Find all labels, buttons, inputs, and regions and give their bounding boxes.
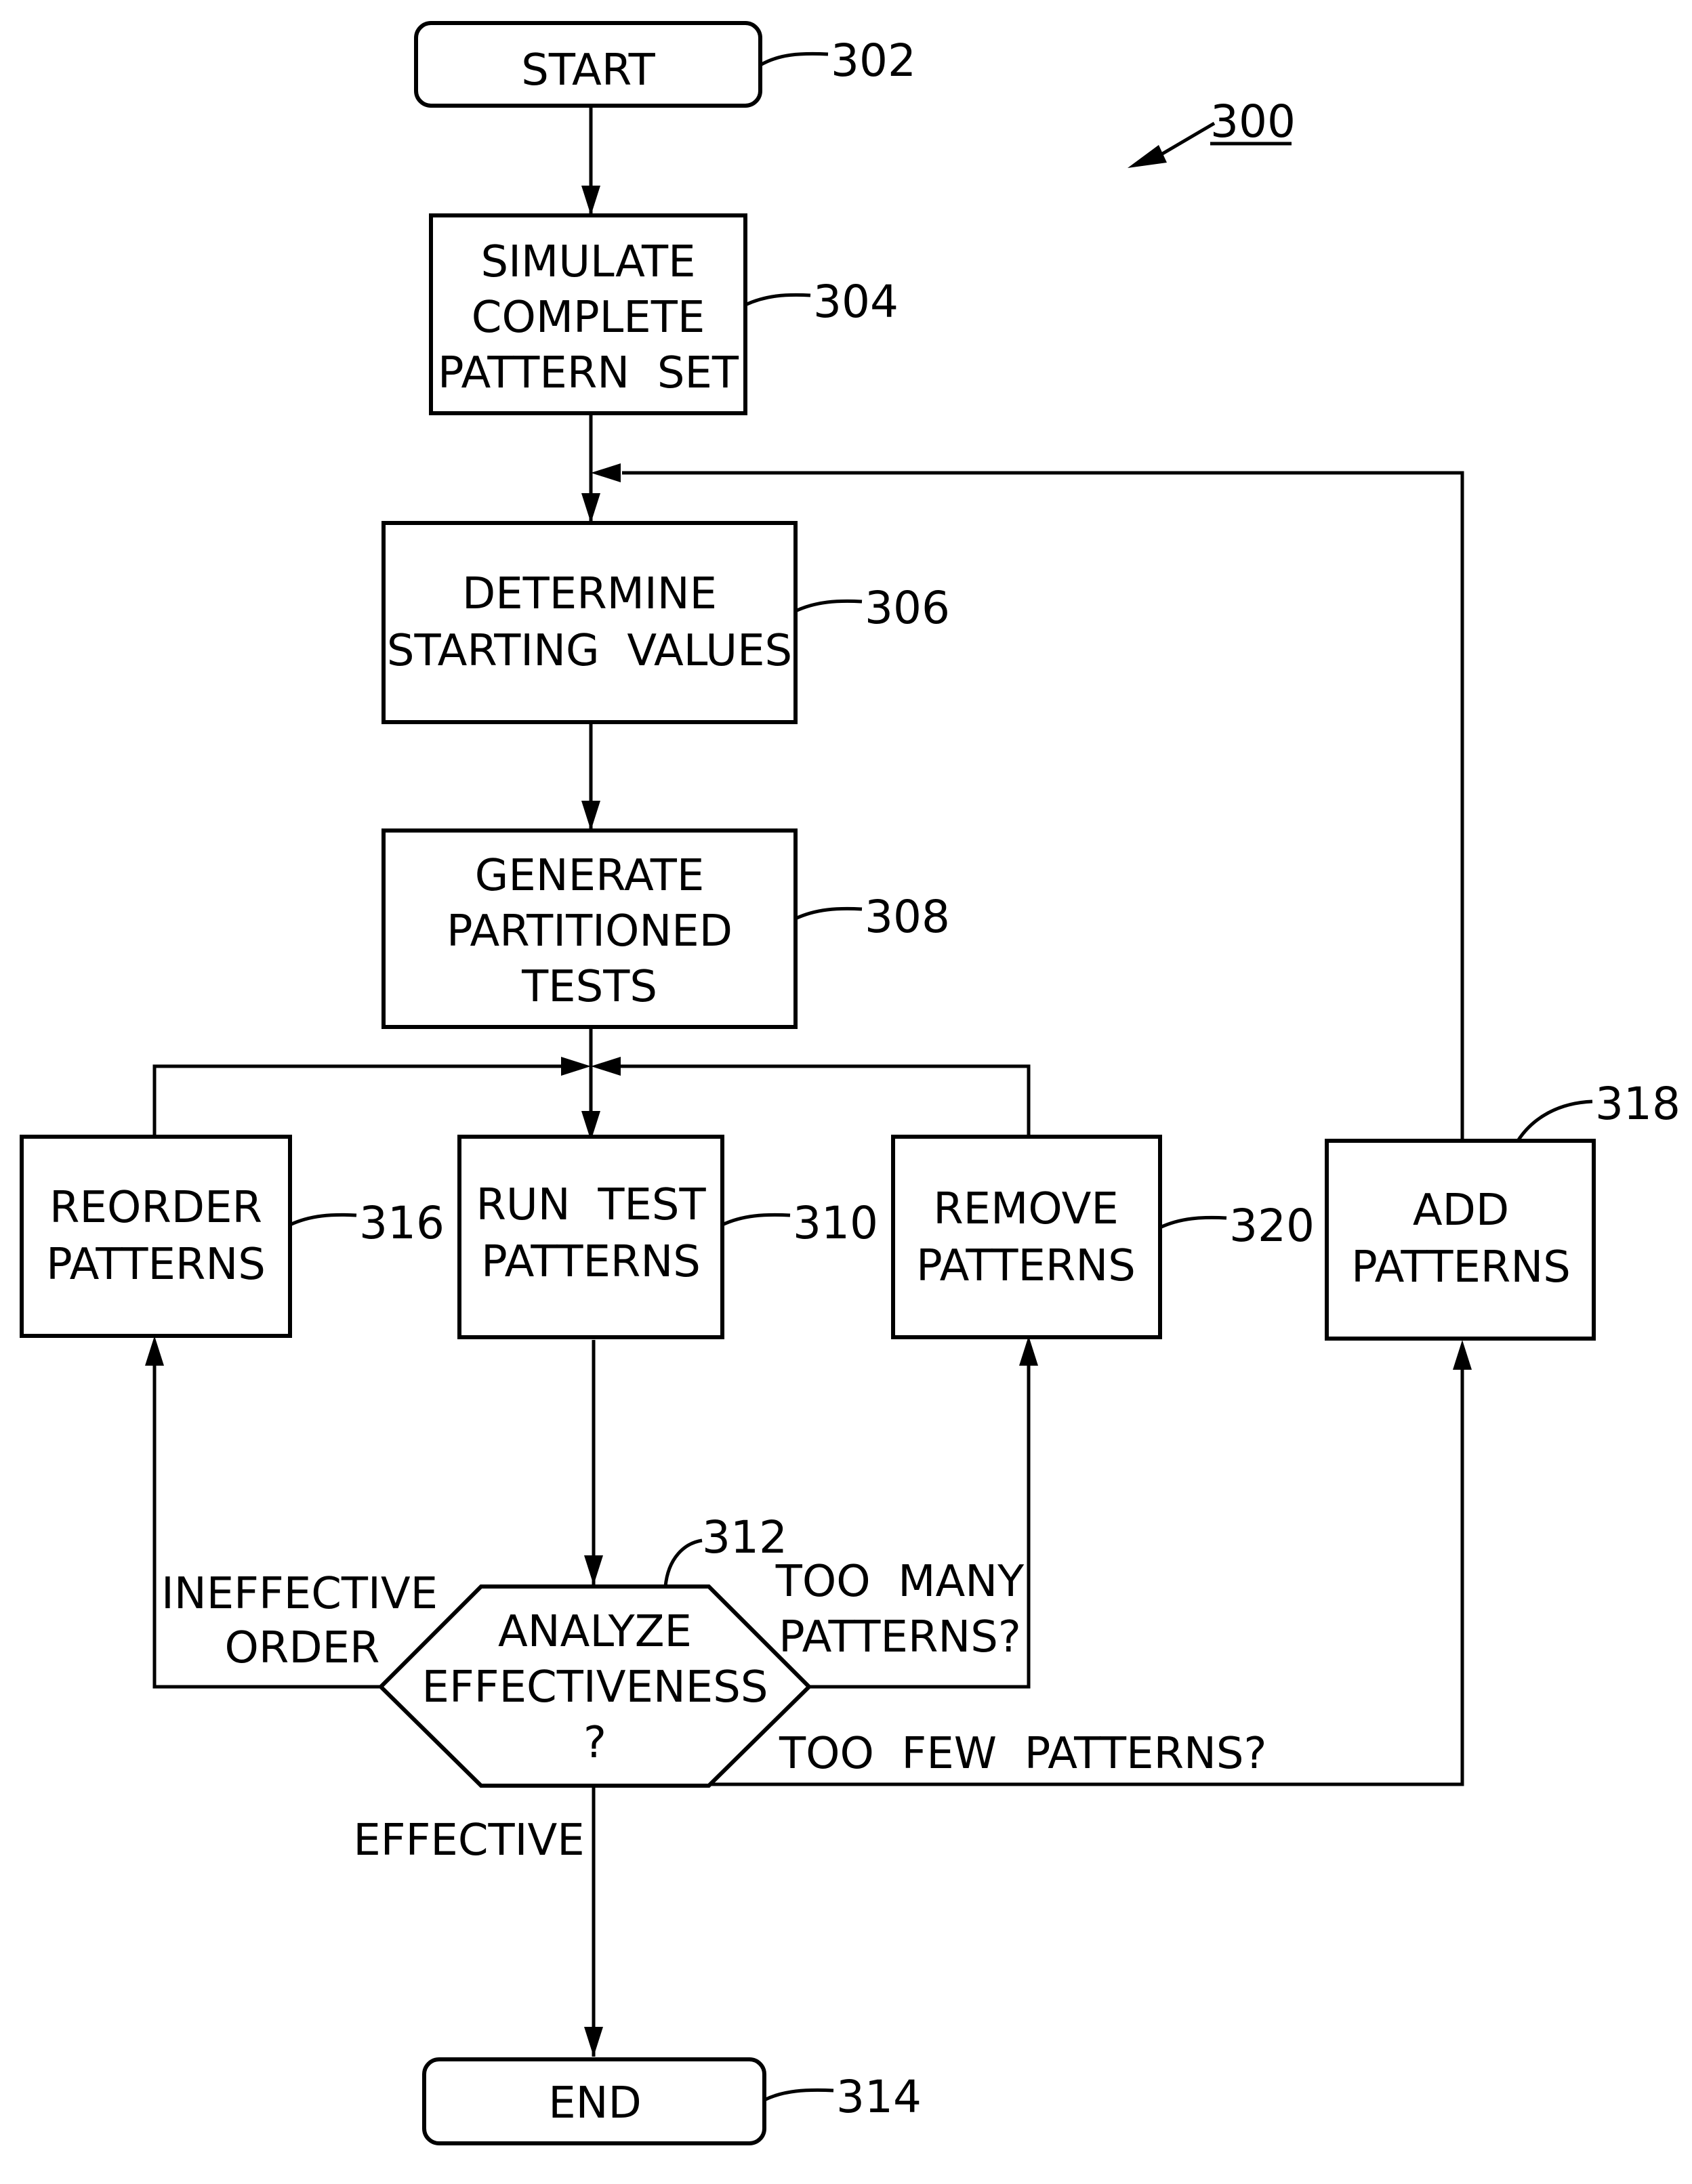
connectors [152, 107, 1464, 2057]
node-remove-line-2: PATTERNS [916, 1241, 1136, 1291]
arrowhead [581, 801, 600, 831]
edge-label-too-many-2: PATTERNS? [779, 1612, 1021, 1662]
node-reorder-line-1: REORDER [49, 1183, 262, 1233]
node-add-line-1: ADD [1413, 1185, 1509, 1236]
arrowhead [591, 463, 621, 482]
node-reorder: REORDER PATTERNS 316 [20, 1135, 445, 1338]
edge-analyze-remove [810, 1341, 1031, 1689]
arrowhead [145, 1336, 164, 1366]
leader-line [1159, 1215, 1227, 1230]
edge-analyze-add [705, 1345, 1464, 1786]
edge-add-determine [622, 471, 1464, 1141]
node-determine-ref: 306 [865, 582, 950, 634]
node-run-line-1: RUN TEST [476, 1180, 706, 1230]
edge-reorder-merge [152, 1064, 562, 1138]
node-determine: DETERMINE STARTING VALUES 306 [381, 521, 950, 724]
node-remove-line-1: REMOVE [933, 1184, 1119, 1234]
node-end-label: END [548, 2078, 642, 2128]
edge-label-ineffective-2: ORDER [224, 1623, 379, 1673]
node-reorder-ref: 316 [359, 1197, 445, 1249]
arrowhead [561, 1057, 591, 1076]
node-analyze-shape [377, 1584, 812, 1788]
leader-line [289, 1213, 357, 1227]
node-generate-line-3: TESTS [521, 962, 657, 1012]
node-run-ref: 310 [793, 1197, 878, 1249]
node-simulate-line-3: PATTERN SET [438, 348, 739, 398]
node-end: END 314 [422, 2057, 922, 2145]
arrowhead [584, 1555, 603, 1585]
node-end-ref: 314 [836, 2071, 922, 2123]
arrowhead [1019, 1336, 1038, 1366]
arrowhead [581, 493, 600, 523]
node-analyze-line-1: ANALYZE [498, 1607, 692, 1657]
leader-line [763, 2088, 834, 2102]
edge-remove-merge [619, 1064, 1031, 1138]
node-start-ref: 302 [831, 35, 916, 87]
node-generate-shape [381, 828, 798, 1029]
edge-label-effective: EFFECTIVE [353, 1815, 584, 1866]
node-analyze-ref: 312 [702, 1511, 787, 1563]
node-add: ADD PATTERNS 318 [1325, 1078, 1680, 1341]
node-generate: GENERATE PARTITIONED TESTS 308 [381, 828, 950, 1029]
node-end-shape [422, 2057, 766, 2145]
node-start: START 302 [414, 21, 916, 108]
leader-line [1516, 1099, 1593, 1142]
node-reorder-shape [20, 1135, 292, 1338]
arrowhead [584, 2027, 603, 2057]
node-generate-ref: 308 [865, 891, 950, 943]
figure-ref: 300 [1128, 96, 1296, 168]
node-determine-line-2: STARTING VALUES [387, 626, 792, 676]
node-simulate-ref: 304 [813, 276, 899, 328]
node-remove: REMOVE PATTERNS 320 [891, 1135, 1315, 1339]
node-add-shape [1325, 1139, 1596, 1341]
leader-line [663, 1538, 703, 1587]
node-determine-shape [381, 521, 798, 724]
leader-line [794, 906, 863, 921]
node-run-line-2: PATTERNS [481, 1237, 701, 1287]
node-run: RUN TEST PATTERNS 310 [457, 1135, 878, 1339]
node-simulate-line-2: COMPLETE [472, 293, 705, 343]
leader-line [744, 293, 811, 307]
edge-labels: INEFFECTIVE ORDER TOO MANY PATTERNS? TOO… [161, 1557, 1267, 1866]
edge-label-too-few: TOO FEW PATTERNS? [779, 1729, 1267, 1779]
leader-line [759, 51, 829, 67]
node-generate-line-2: PARTITIONED [447, 906, 732, 957]
leader-line [794, 599, 863, 613]
node-simulate-shape [429, 213, 747, 415]
node-start-label: START [521, 45, 655, 96]
arrowhead [1453, 1340, 1472, 1370]
node-simulate: SIMULATE COMPLETE PATTERN SET 304 [429, 213, 899, 415]
edge-label-too-many-1: TOO MANY [775, 1557, 1025, 1607]
node-analyze-line-2: EFFECTIVENESS [422, 1662, 768, 1713]
node-run-shape [457, 1135, 724, 1339]
node-remove-shape [891, 1135, 1162, 1339]
node-reorder-line-2: PATTERNS [46, 1240, 266, 1290]
node-simulate-line-1: SIMULATE [480, 237, 695, 287]
figure-ref-label: 300 [1210, 96, 1296, 148]
node-analyze: ANALYZE EFFECTIVENESS ? 312 [377, 1511, 812, 1788]
node-add-line-2: PATTERNS [1351, 1242, 1571, 1293]
edge-analyze-reorder [152, 1341, 379, 1689]
node-remove-ref: 320 [1229, 1200, 1315, 1252]
node-generate-line-1: GENERATE [475, 851, 705, 901]
node-determine-line-1: DETERMINE [462, 569, 717, 619]
edge-label-ineffective-1: INEFFECTIVE [161, 1569, 438, 1619]
node-add-ref: 318 [1595, 1078, 1680, 1130]
arrowhead [591, 1057, 621, 1076]
arrowhead [581, 186, 600, 215]
leader-line [721, 1213, 791, 1227]
arrowhead [1128, 145, 1167, 168]
node-analyze-line-3: ? [583, 1718, 606, 1768]
